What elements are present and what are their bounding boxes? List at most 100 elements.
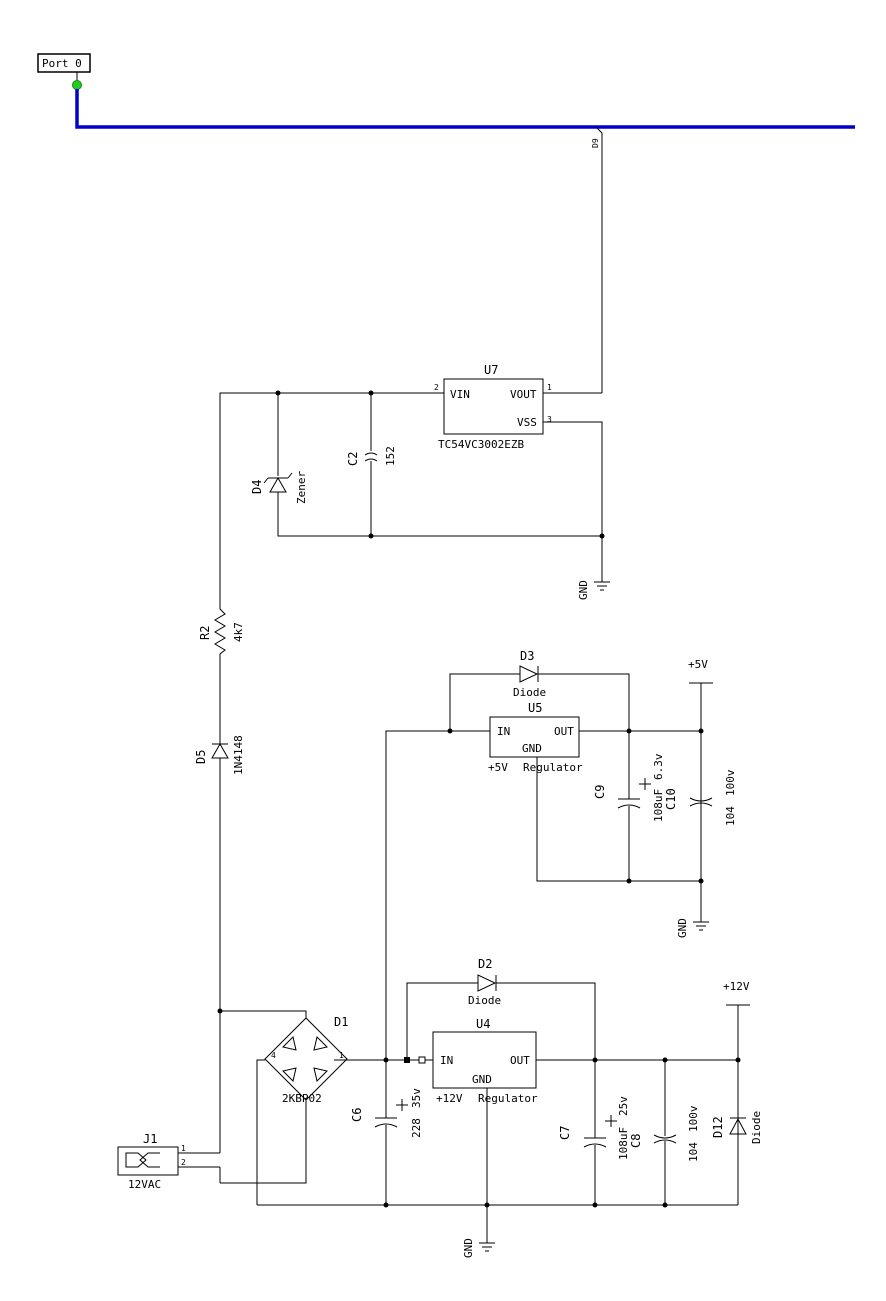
gnd-label-main: GND bbox=[462, 1238, 475, 1258]
u5-ref: U5 bbox=[528, 701, 542, 715]
c8-ref: C8 bbox=[629, 1134, 643, 1148]
u4-ref: U4 bbox=[476, 1017, 490, 1031]
bus-tap-d9 bbox=[595, 126, 603, 393]
d5-value: 1N4148 bbox=[232, 735, 245, 775]
d2-value: Diode bbox=[468, 994, 501, 1007]
u7-n2: 2 bbox=[434, 383, 439, 392]
u4-pin-out: OUT bbox=[510, 1054, 530, 1067]
c8-capacitor[interactable]: C8 104 100v bbox=[629, 1060, 700, 1205]
rail-5v-label: +5V bbox=[688, 658, 708, 671]
c10-ref: C10 bbox=[664, 788, 678, 810]
d4-value: Zener bbox=[295, 471, 308, 504]
d3-diode[interactable]: D3 Diode bbox=[513, 649, 546, 699]
junction-12v-d bbox=[735, 1057, 741, 1063]
d3-value: Diode bbox=[513, 686, 546, 699]
c2-capacitor[interactable]: C2 152 bbox=[346, 393, 397, 536]
u7-pin-vss: VSS bbox=[517, 416, 537, 429]
wire-bridge-top bbox=[220, 1010, 307, 1018]
d5-diode[interactable]: D5 1N4148 bbox=[194, 730, 245, 1011]
junction-12v-square bbox=[404, 1057, 410, 1063]
u4-regulator[interactable]: U4 IN OUT GND +12V Regulator bbox=[432, 1017, 538, 1105]
junction-5v-c bbox=[698, 728, 704, 734]
r2-resistor[interactable]: R2 4k7 bbox=[198, 600, 245, 730]
u7-n3: 3 bbox=[547, 415, 552, 424]
c8-value: 104 bbox=[687, 1142, 700, 1162]
port-connector-dot[interactable] bbox=[72, 80, 82, 90]
u5-pin-in: IN bbox=[497, 725, 510, 738]
d12-ref: D12 bbox=[711, 1116, 725, 1138]
junction-gnd-a bbox=[383, 1202, 389, 1208]
d2-diode[interactable]: D2 Diode bbox=[468, 957, 501, 1007]
u4-pin-gnd: GND bbox=[472, 1073, 492, 1086]
rail-5v: +5V bbox=[688, 658, 713, 684]
j1-connector[interactable]: J1 12VAC 1 2 bbox=[117, 1132, 220, 1191]
d1-ref: D1 bbox=[334, 1015, 348, 1029]
u7-ref: U7 bbox=[484, 363, 498, 377]
junction-gnd-c bbox=[592, 1202, 598, 1208]
port-label: Port 0 bbox=[42, 57, 82, 70]
gnd-label-5v: GND bbox=[676, 918, 689, 938]
d1-value: 2KBP02 bbox=[282, 1092, 322, 1105]
junction-gnd-b bbox=[484, 1202, 490, 1208]
junction-u7-d bbox=[599, 533, 605, 539]
j1-pin-2: 2 bbox=[181, 1158, 186, 1167]
u5-pin-out: OUT bbox=[554, 725, 574, 738]
u4-name-a: +12V bbox=[436, 1092, 463, 1105]
u7-voltage-detector[interactable]: U7 VIN VOUT VSS TC54VC3002EZB 2 1 3 bbox=[434, 363, 552, 451]
junction-gnd-d bbox=[662, 1202, 668, 1208]
c7-value: 108uF bbox=[617, 1127, 630, 1160]
u7-pin-vin: VIN bbox=[450, 388, 470, 401]
c9-voltage: 6.3v bbox=[652, 753, 665, 780]
c6-capacitor[interactable]: C6 228 35v bbox=[350, 1060, 423, 1205]
c2-value: 152 bbox=[384, 446, 397, 466]
wire-5v-input bbox=[385, 730, 490, 1060]
d4-ref: D4 bbox=[250, 480, 264, 494]
bus-tap-label: D9 bbox=[591, 138, 600, 148]
gnd-label-u7: GND bbox=[577, 580, 590, 600]
u5-regulator[interactable]: U5 IN OUT GND +5V Regulator bbox=[488, 701, 583, 774]
c10-value: 104 bbox=[724, 806, 737, 826]
c7-voltage: 25v bbox=[617, 1096, 630, 1116]
j1-pin-1: 1 bbox=[181, 1144, 186, 1153]
d3-ref: D3 bbox=[520, 649, 534, 663]
d4-zener[interactable]: D4 Zener bbox=[250, 393, 308, 505]
wire-u7-gnd-return bbox=[277, 505, 602, 537]
j1-ref: J1 bbox=[143, 1132, 157, 1146]
junction-12v-b bbox=[592, 1057, 598, 1063]
d2-ref: D2 bbox=[478, 957, 492, 971]
u5-name-a: +5V bbox=[488, 761, 508, 774]
gnd-symbol-u7 bbox=[593, 572, 611, 591]
c8-voltage: 100v bbox=[687, 1105, 700, 1132]
c6-value: 228 bbox=[410, 1118, 423, 1138]
c6-voltage: 35v bbox=[410, 1088, 423, 1108]
rail-12v: +12V bbox=[723, 980, 750, 1006]
junction-12v-c bbox=[662, 1057, 668, 1063]
c10-voltage: 100v bbox=[724, 769, 737, 796]
wire-u7-vin bbox=[219, 392, 444, 600]
d1-pin-4: 4 bbox=[271, 1051, 276, 1060]
c7-capacitor[interactable]: C7 108uF 25v bbox=[558, 1060, 630, 1205]
junction-u7-c bbox=[368, 533, 374, 539]
u5-pin-gnd: GND bbox=[522, 742, 542, 755]
junction-u7-b bbox=[368, 390, 374, 396]
wire-u7-vss bbox=[543, 421, 603, 572]
c10-capacitor[interactable]: C10 104 100v bbox=[664, 731, 737, 826]
d1-pin-1: 1 bbox=[339, 1051, 344, 1060]
d12-diode[interactable]: D12 Diode bbox=[711, 1111, 763, 1144]
wire-bridge-neg bbox=[256, 1059, 265, 1205]
d1-bridge-rectifier[interactable]: D1 2KBP02 4 1 bbox=[264, 1015, 348, 1105]
c9-capacitor[interactable]: C9 108uF 6.3v bbox=[593, 731, 665, 881]
c9-value: 108uF bbox=[652, 789, 665, 822]
port-0[interactable]: Port 0 bbox=[37, 53, 91, 90]
wire-d2-bypass bbox=[406, 982, 596, 1060]
gnd-symbol-main bbox=[478, 1235, 496, 1252]
d5-ref: D5 bbox=[194, 750, 208, 764]
gnd-symbol-5v bbox=[692, 912, 710, 931]
wire-5v-gnd bbox=[536, 757, 701, 882]
data-bus bbox=[75, 89, 855, 129]
junction-12v-open bbox=[418, 1056, 426, 1064]
junction-5v-e bbox=[698, 878, 704, 884]
u5-name-b: Regulator bbox=[523, 761, 583, 774]
u7-part: TC54VC3002EZB bbox=[438, 438, 524, 451]
